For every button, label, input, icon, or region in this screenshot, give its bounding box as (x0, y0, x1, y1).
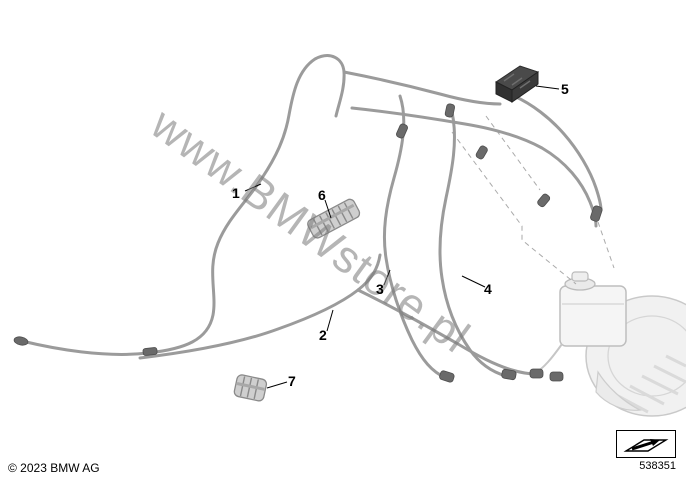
part-number: 538351 (639, 460, 676, 472)
pipe-2[interactable] (138, 253, 382, 360)
pipe-4[interactable] (438, 110, 508, 378)
pipe-top-b[interactable] (350, 106, 598, 228)
callout-4[interactable]: 4 (484, 281, 492, 297)
callout-3[interactable]: 3 (376, 281, 384, 297)
connector-block-5[interactable] (495, 65, 540, 103)
pipe-top-a[interactable] (342, 70, 502, 106)
brake-booster-assembly (533, 271, 686, 417)
direction-arrow-icon (623, 439, 669, 452)
pipe-1[interactable] (20, 54, 346, 356)
callout-1[interactable]: 1 (232, 185, 240, 201)
pipe-fittings (13, 103, 603, 383)
callout-6[interactable]: 6 (318, 187, 326, 203)
pipe-top-c[interactable] (512, 94, 603, 212)
copyright-text: © 2023 BMW AG (8, 461, 100, 475)
pipe-clip-6[interactable] (306, 198, 361, 240)
callout-leader-lines (244, 85, 560, 389)
callout-2[interactable]: 2 (319, 327, 327, 343)
pipe-2-branch[interactable] (356, 288, 538, 376)
direction-icon-box (616, 430, 676, 458)
construction-dashed-lines (451, 115, 615, 285)
pipe-clip-7[interactable] (233, 374, 268, 402)
callout-5[interactable]: 5 (561, 81, 569, 97)
callout-7[interactable]: 7 (288, 373, 296, 389)
pipe-3[interactable] (382, 94, 448, 380)
